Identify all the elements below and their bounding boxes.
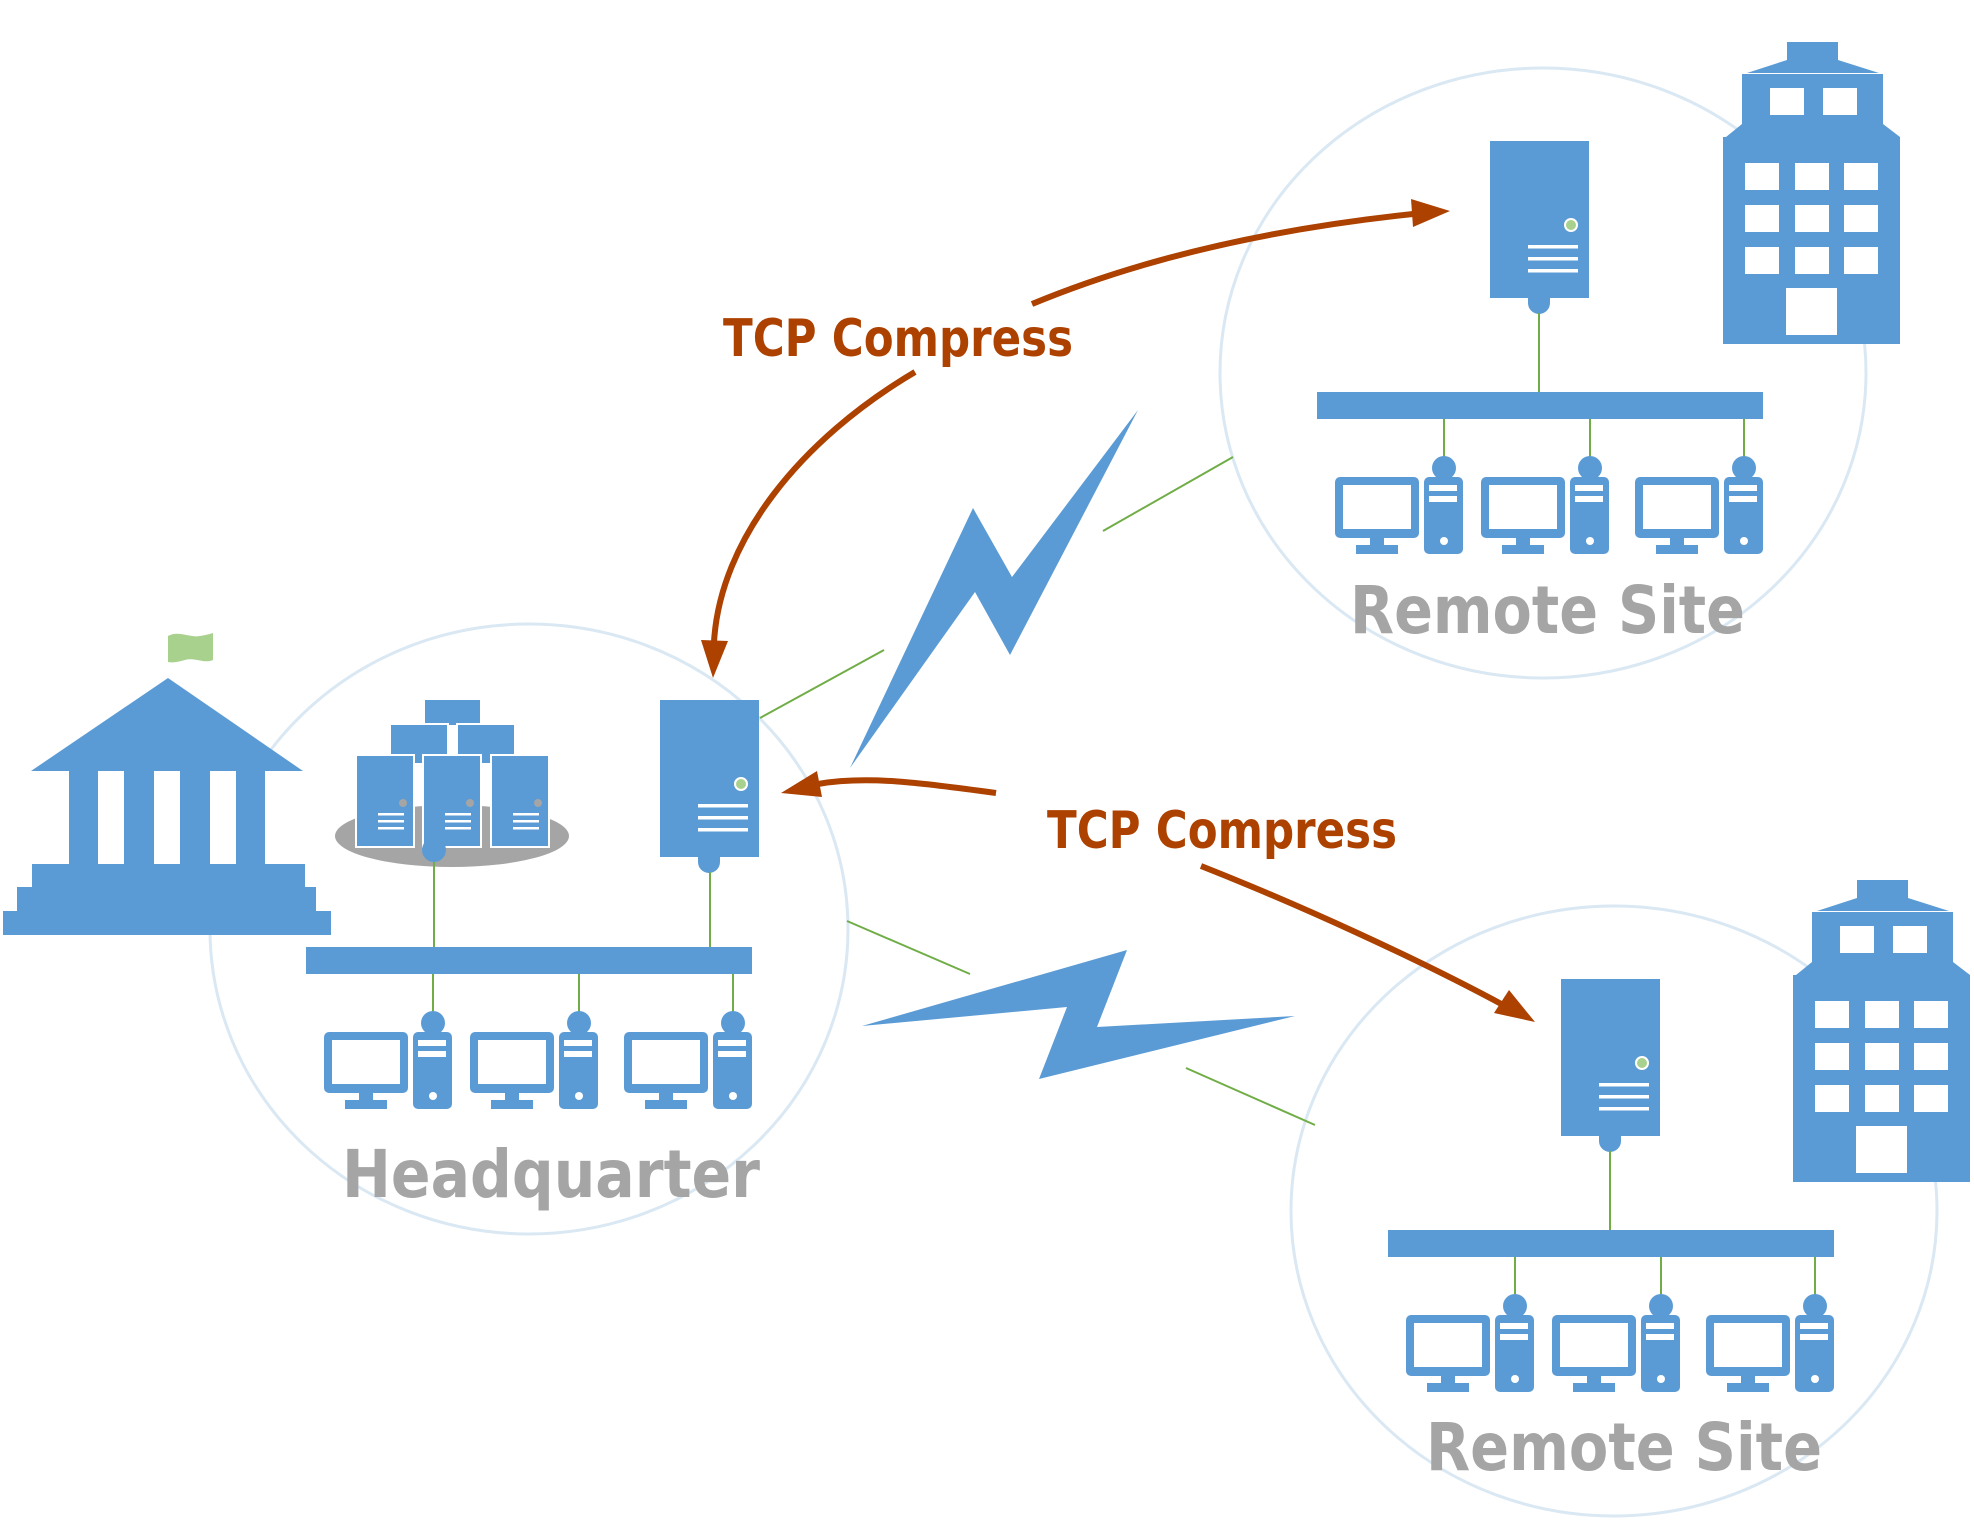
arrowhead-icon (1411, 199, 1450, 227)
lightning-bolt-icon (862, 950, 1295, 1079)
workstation-icon (1481, 456, 1609, 554)
workstation-icon (324, 1011, 452, 1109)
tcp-compress-label: TCP Compress (723, 309, 1073, 369)
arrowhead-icon (1494, 990, 1535, 1022)
flow-arrow-to-remote-2 (1199, 863, 1507, 1009)
site-label-headquarter: Headquarter (342, 1136, 760, 1213)
hq-server-icon (659, 699, 760, 874)
wan-link-hq-to-bolt1 (759, 649, 885, 719)
workstation-icon (1335, 456, 1463, 554)
flag-icon (168, 633, 213, 663)
government-building-icon (3, 633, 331, 935)
server-cluster-icon (335, 698, 569, 867)
lightning-bolt-icon (850, 410, 1138, 768)
network-switch-bar (1388, 1230, 1834, 1257)
wan-link-lines (759, 456, 1316, 1126)
workstation-icon (1706, 1294, 1834, 1392)
workstation-icon (1406, 1294, 1534, 1392)
flow-arrow-to-headquarter (817, 777, 997, 796)
remote-site-1-boundary (1218, 66, 1868, 680)
site-remote-1: Remote Site (1317, 42, 1900, 649)
network-switch-bar (1317, 392, 1763, 419)
remote-server-icon (1489, 140, 1590, 315)
wan-link-bolt2-to-remote2 (1185, 1067, 1316, 1126)
office-building-icon (1723, 42, 1900, 344)
workstation-icon (470, 1011, 598, 1109)
workstation-icon (624, 1011, 752, 1109)
wan-link-bolt1-to-remote1 (1102, 456, 1234, 532)
tcp-flow-1: TCP Compress (701, 199, 1450, 678)
site-headquarter: Headquarter (3, 633, 760, 1213)
tcp-flow-2: TCP Compress (781, 771, 1535, 1022)
remote-site-2-boundary (1289, 904, 1939, 1518)
wan-link-hq-to-bolt2 (846, 920, 971, 975)
flow-arrow-to-headquarter (711, 369, 917, 643)
flow-arrow-to-remote-1 (1030, 211, 1414, 307)
network-switch-bar (306, 947, 752, 974)
site-label-remote-1: Remote Site (1350, 572, 1745, 649)
office-building-icon (1793, 880, 1970, 1182)
site-label-remote-2: Remote Site (1426, 1409, 1822, 1486)
site-remote-2: Remote Site (1388, 880, 1970, 1486)
remote-server-icon (1560, 978, 1661, 1153)
arrowhead-icon (781, 771, 822, 797)
arrowhead-icon (701, 640, 728, 678)
tcp-compress-label: TCP Compress (1047, 801, 1397, 861)
workstation-icon (1635, 456, 1763, 554)
workstation-icon (1552, 1294, 1680, 1392)
